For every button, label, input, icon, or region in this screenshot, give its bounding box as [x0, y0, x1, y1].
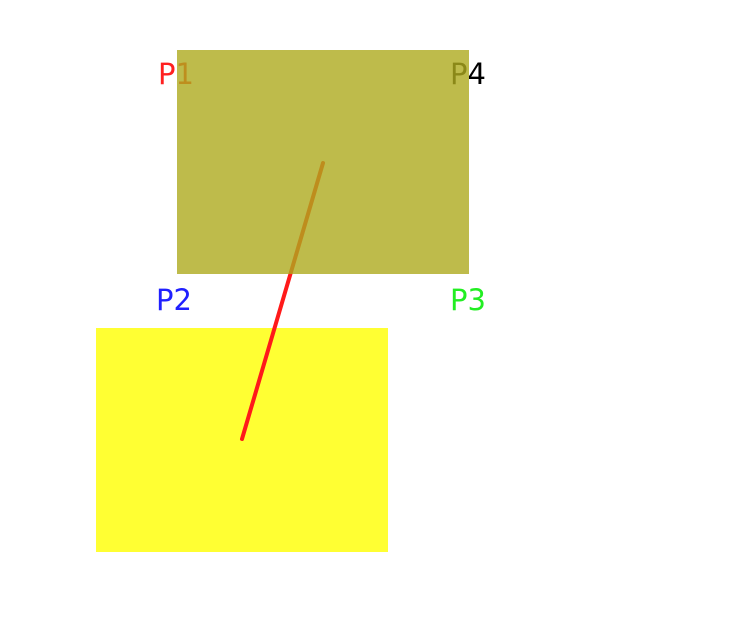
label-p3: P3: [450, 283, 486, 317]
olive-rectangle: [177, 50, 469, 274]
label-p2: P2: [156, 283, 192, 317]
